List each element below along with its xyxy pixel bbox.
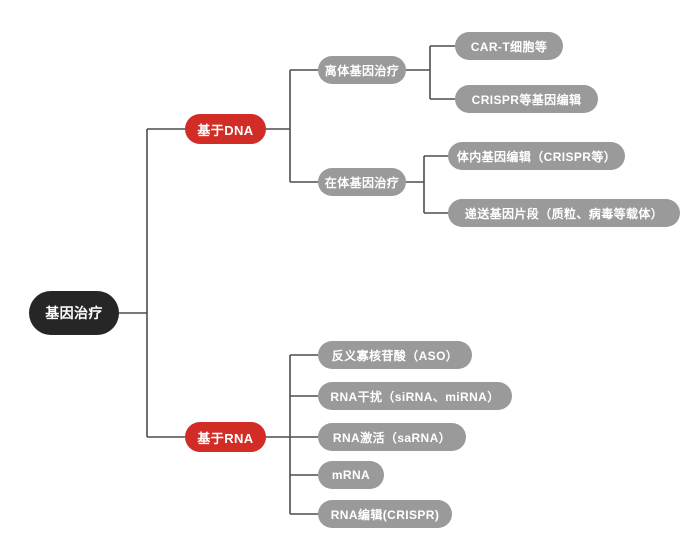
- leaf-node-gene-delivery-label: 递送基因片段（质粒、病毒等载体）: [464, 206, 664, 221]
- sub-node-ex-vivo[interactable]: 离体基因治疗: [318, 56, 406, 84]
- leaf-node-aso[interactable]: 反义寡核苷酸（ASO）: [318, 341, 472, 369]
- leaf-node-rna-editing[interactable]: RNA编辑(CRISPR): [318, 500, 452, 528]
- branch-node-dna-label: 基于DNA: [197, 122, 254, 138]
- leaf-node-mrna-label: mRNA: [331, 468, 371, 482]
- branch-node-rna[interactable]: 基于RNA: [185, 422, 266, 452]
- leaf-node-car-t-label: CAR-T细胞等: [470, 39, 548, 54]
- leaf-node-in-vivo-editing[interactable]: 体内基因编辑（CRISPR等）: [448, 142, 625, 170]
- sub-node-ex-vivo-label: 离体基因治疗: [324, 63, 400, 78]
- leaf-node-aso-label: 反义寡核苷酸（ASO）: [331, 348, 459, 363]
- leaf-node-car-t[interactable]: CAR-T细胞等: [455, 32, 563, 60]
- root-node[interactable]: 基因治疗: [29, 291, 119, 335]
- leaf-node-crispr-editing[interactable]: CRISPR等基因编辑: [455, 85, 598, 113]
- leaf-node-gene-delivery[interactable]: 递送基因片段（质粒、病毒等载体）: [448, 199, 680, 227]
- leaf-node-rna-activation-label: RNA激活（saRNA）: [332, 430, 452, 445]
- leaf-node-rnai[interactable]: RNA干扰（siRNA、miRNA）: [318, 382, 512, 410]
- root-node-label: 基因治疗: [45, 305, 103, 321]
- leaf-node-mrna[interactable]: mRNA: [318, 461, 384, 489]
- branch-node-dna[interactable]: 基于DNA: [185, 114, 266, 144]
- leaf-node-rna-activation[interactable]: RNA激活（saRNA）: [318, 423, 466, 451]
- leaf-node-crispr-editing-label: CRISPR等基因编辑: [471, 92, 582, 107]
- leaf-node-in-vivo-editing-label: 体内基因编辑（CRISPR等）: [456, 149, 617, 164]
- sub-node-in-vivo[interactable]: 在体基因治疗: [318, 168, 406, 196]
- sub-node-in-vivo-label: 在体基因治疗: [324, 175, 400, 190]
- leaf-node-rna-editing-label: RNA编辑(CRISPR): [330, 507, 440, 522]
- leaf-node-rnai-label: RNA干扰（siRNA、miRNA）: [330, 389, 500, 404]
- branch-node-rna-label: 基于RNA: [197, 430, 254, 446]
